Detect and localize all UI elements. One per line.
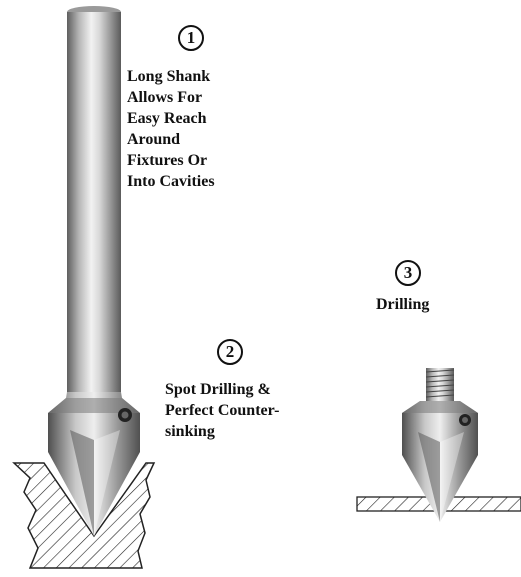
callout-1-line: Easy Reach	[127, 110, 207, 127]
callout-1-line: Long Shank	[127, 68, 211, 85]
callout-2-line: Spot Drilling &	[165, 381, 271, 398]
callout-1-number: 1	[186, 28, 196, 47]
left-workpiece	[12, 462, 156, 569]
callout-2-number-badge: 2	[217, 339, 243, 365]
callout-3-text: Drilling	[376, 294, 429, 315]
long-shank-countersink-tool	[48, 6, 140, 536]
callout-1-line: Into Cavities	[127, 173, 215, 190]
threaded-countersink-tool	[402, 368, 478, 522]
callout-1-line: Around	[127, 131, 181, 148]
callout-1-line: Allows For	[127, 89, 203, 106]
callout-3-number-badge: 3	[395, 260, 421, 286]
callout-3-line: Drilling	[376, 296, 430, 313]
callout-2-line: Perfect Counter-	[165, 402, 280, 419]
callout-1-number-badge: 1	[178, 25, 204, 51]
callout-1-line: Fixtures Or	[127, 152, 208, 169]
callout-2-number: 2	[225, 342, 235, 361]
callout-2-text: Spot Drilling & Perfect Counter- sinking	[165, 379, 279, 442]
cutting-flute	[70, 430, 94, 536]
cutting-flute	[418, 432, 440, 522]
callout-1-text: Long Shank Allows For Easy Reach Around …	[127, 66, 215, 192]
thread-lines	[425, 369, 455, 398]
callout-3-number: 3	[403, 263, 413, 282]
callout-2-line: sinking	[165, 423, 215, 440]
tool-shank	[67, 12, 121, 397]
